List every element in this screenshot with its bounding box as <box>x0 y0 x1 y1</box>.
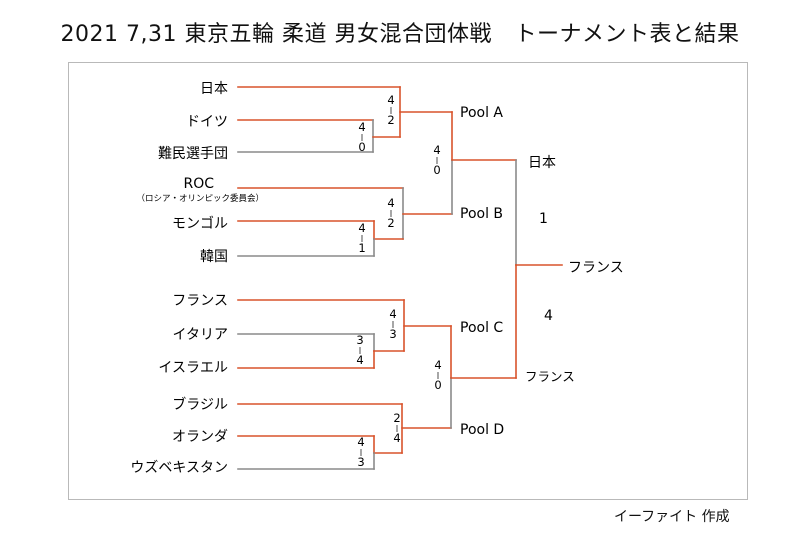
team-label-japan: 日本 <box>200 81 228 97</box>
pool-label-b: Pool B <box>460 206 503 222</box>
svg-text:2: 2 <box>387 113 394 127</box>
final-score-bottom: 4 <box>544 308 553 324</box>
team-label-france: フランス <box>172 293 228 309</box>
svg-text:4: 4 <box>433 143 440 157</box>
svg-text:4: 4 <box>393 431 400 445</box>
pool-label-d: Pool D <box>460 422 504 438</box>
svg-text:0: 0 <box>358 140 365 154</box>
svg-text:2: 2 <box>387 216 394 230</box>
score-pool-cd: 4 0 <box>434 358 441 392</box>
team-label-roc: ROC <box>183 176 214 192</box>
svg-text:4: 4 <box>434 358 441 372</box>
svg-text:4: 4 <box>389 307 396 321</box>
team-label-mongolia: モンゴル <box>172 215 228 232</box>
team-label-refugee: 難民選手団 <box>158 146 228 162</box>
svg-text:3: 3 <box>389 327 396 341</box>
finalist-bottom-label: フランス <box>525 369 575 384</box>
team-note-roc: （ロシア・オリンピック委員会） <box>136 193 264 204</box>
finalist-top-label: 日本 <box>528 155 556 171</box>
svg-text:4: 4 <box>358 120 365 134</box>
score-japan-germany: 4 2 <box>387 93 394 127</box>
page-title: 2021 7,31 東京五輪 柔道 男女混合団体戦 トーナメント表と結果 <box>60 22 740 47</box>
score-germany-refugee: 4 0 <box>358 120 365 154</box>
team-label-netherlands: オランダ <box>172 429 228 445</box>
score-italy-israel: 3 4 <box>356 333 363 367</box>
final-score-top: 1 <box>539 211 548 227</box>
svg-text:2: 2 <box>393 411 400 425</box>
svg-text:4: 4 <box>387 196 394 210</box>
team-label-italy: イタリア <box>173 327 228 343</box>
score-france-israel: 4 3 <box>389 307 396 341</box>
pool-label-c: Pool C <box>460 320 503 336</box>
team-label-germany: ドイツ <box>186 114 228 130</box>
credit-text: イーファイト 作成 <box>614 509 730 525</box>
svg-text:0: 0 <box>434 378 441 392</box>
svg-text:4: 4 <box>358 221 365 235</box>
svg-text:4: 4 <box>356 353 363 367</box>
svg-text:3: 3 <box>357 455 364 469</box>
score-pool-ab: 4 0 <box>433 143 440 177</box>
score-netherlands-uzbekistan: 4 3 <box>357 435 364 469</box>
score-roc-mongolia: 4 2 <box>387 196 394 230</box>
pool-label-a: Pool A <box>460 105 503 121</box>
champion-label: フランス <box>568 260 624 276</box>
team-label-uzbekistan: ウズベキスタン <box>130 460 228 476</box>
svg-text:0: 0 <box>433 163 440 177</box>
svg-text:4: 4 <box>387 93 394 107</box>
svg-text:3: 3 <box>356 333 363 347</box>
svg-text:4: 4 <box>357 435 364 449</box>
bracket-frame <box>68 62 748 500</box>
score-brazil-netherlands: 2 4 <box>393 411 400 445</box>
svg-text:1: 1 <box>358 241 365 255</box>
team-label-brazil: ブラジル <box>172 396 228 413</box>
score-mongolia-korea: 4 1 <box>358 221 365 255</box>
team-label-korea: 韓国 <box>200 249 228 265</box>
team-label-israel: イスラエル <box>158 360 228 376</box>
